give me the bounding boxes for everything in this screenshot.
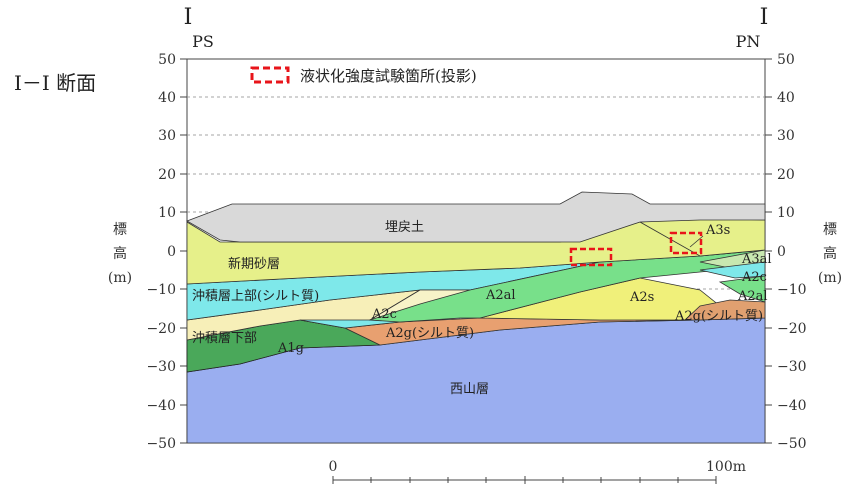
right-axis-unit: (m) — [818, 270, 842, 286]
legend-dashed-box-icon — [250, 66, 290, 84]
test-location-marker — [569, 247, 613, 267]
label-a3s: A3s — [705, 223, 730, 238]
label-a2al: A2al — [485, 288, 516, 303]
right-tick: −30 — [777, 359, 807, 375]
section-code-left: PS — [192, 32, 214, 51]
scale-start: 0 — [329, 459, 338, 475]
right-tick: 20 — [777, 167, 795, 183]
left-axis: 50 40 30 20 10 0 −10 −20 −30 −40 −50 — [146, 52, 176, 452]
left-tick: 40 — [158, 90, 176, 106]
right-tick: 0 — [777, 244, 786, 260]
label-a2g-right: A2g(シルト質) — [674, 309, 763, 324]
left-tick: −10 — [146, 282, 176, 298]
left-tick: 10 — [158, 205, 176, 221]
layer-a2al-right — [718, 275, 766, 303]
right-tick: −50 — [777, 436, 807, 452]
section-code-right: PN — [736, 32, 761, 51]
left-axis-title-char: 高 — [113, 245, 127, 262]
label-a2al-right: A2al — [737, 289, 768, 304]
layer-backfill — [186, 191, 766, 243]
right-axis-title-char: 標 — [823, 222, 837, 238]
left-tick: 0 — [167, 244, 176, 260]
right-tick: 40 — [777, 90, 795, 106]
scale-end: 100m — [706, 459, 746, 475]
left-tick: 50 — [158, 52, 176, 68]
tick-marks — [180, 58, 772, 444]
label-a2g: A2g(シルト質) — [385, 326, 474, 341]
section-mark-right: I — [760, 5, 769, 30]
label-backfill: 埋戻土 — [385, 220, 424, 235]
right-tick: −40 — [777, 398, 807, 414]
right-tick: 50 — [777, 52, 795, 68]
label-a2c-right: A2c — [741, 270, 767, 285]
label-a3al: A3al — [741, 252, 772, 267]
section-title: I－I 断面 — [14, 71, 96, 95]
a3s-leader — [689, 235, 704, 248]
label-shinki: 新期砂層 — [228, 256, 280, 272]
label-a2s: A2s — [629, 290, 654, 305]
left-tick: −40 — [146, 398, 176, 414]
section-mark-left: I — [184, 5, 193, 30]
legend-label: 液状化強度試験箇所(投影) — [300, 67, 477, 85]
right-tick: 30 — [777, 128, 795, 144]
layer-cream-band — [369, 289, 471, 321]
left-tick: −50 — [146, 436, 176, 452]
left-tick: −30 — [146, 359, 176, 375]
left-tick: −20 — [146, 321, 176, 337]
left-tick: 30 — [158, 128, 176, 144]
right-tick: −20 — [777, 321, 807, 337]
right-tick: 10 — [777, 205, 795, 221]
label-a2c: A2c — [371, 307, 397, 322]
right-tick: −10 — [777, 282, 807, 298]
test-location-marker — [669, 231, 703, 255]
scale-bar: 0 100m — [329, 459, 746, 484]
left-axis-title-char: 標 — [113, 222, 127, 238]
left-tick: 20 — [158, 167, 176, 183]
right-axis: 50 40 30 20 10 0 −10 −20 −30 −40 −50 — [777, 52, 807, 452]
label-nishiyama: 西山層 — [450, 382, 489, 397]
left-axis-unit: (m) — [108, 270, 132, 286]
right-axis-title-char: 高 — [823, 245, 837, 262]
label-upper-alluvium: 沖積層上部(シルト質) — [192, 289, 319, 304]
label-a1g: A1g — [277, 341, 304, 356]
label-lower-alluvium: 沖積層下部 — [192, 331, 257, 346]
